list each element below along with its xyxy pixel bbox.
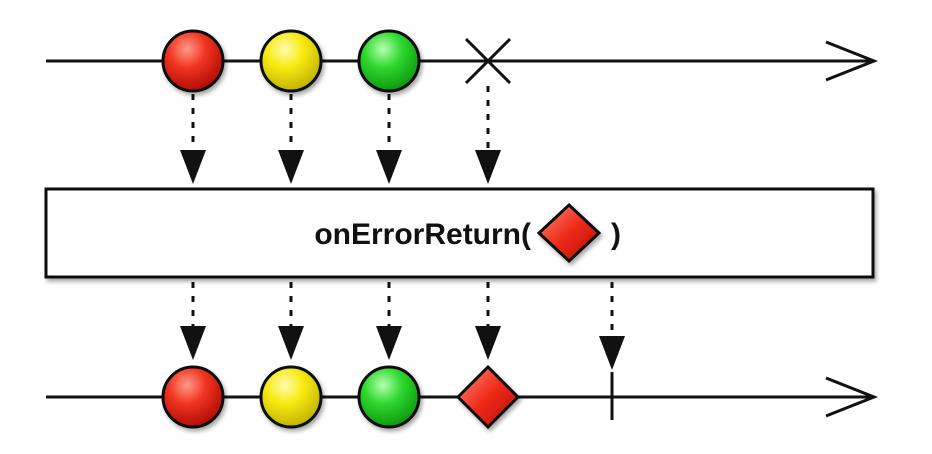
operator-name: onErrorReturn( [314,218,531,251]
source-marble-red [161,29,225,93]
error-x-icon [464,37,512,85]
output-arrow-red [180,282,206,360]
output-arrows [180,282,625,370]
source-stream [46,29,879,93]
result-diamond-icon [455,364,521,430]
result-marble-red [161,365,225,429]
input-arrow-yellow [278,94,304,184]
output-arrow-completion [599,282,625,370]
result-arrowhead-icon [825,376,879,418]
output-arrow-green [376,282,402,360]
result-marble-yellow [259,365,323,429]
operator-box: onErrorReturn( ) [44,187,875,279]
output-arrow-yellow [278,282,304,360]
source-arrowhead-icon [825,40,879,82]
input-arrows [180,86,501,184]
source-marble-green [357,29,421,93]
operator-close-paren: ) [611,218,621,251]
input-arrow-green [376,94,402,184]
input-arrow-red [180,94,206,184]
input-arrow-error [475,86,501,184]
output-arrow-diamond [475,282,501,360]
source-marble-yellow [259,29,323,93]
operator-argument-diamond-icon [536,202,602,264]
result-marble-green [357,365,421,429]
result-stream [46,364,879,430]
